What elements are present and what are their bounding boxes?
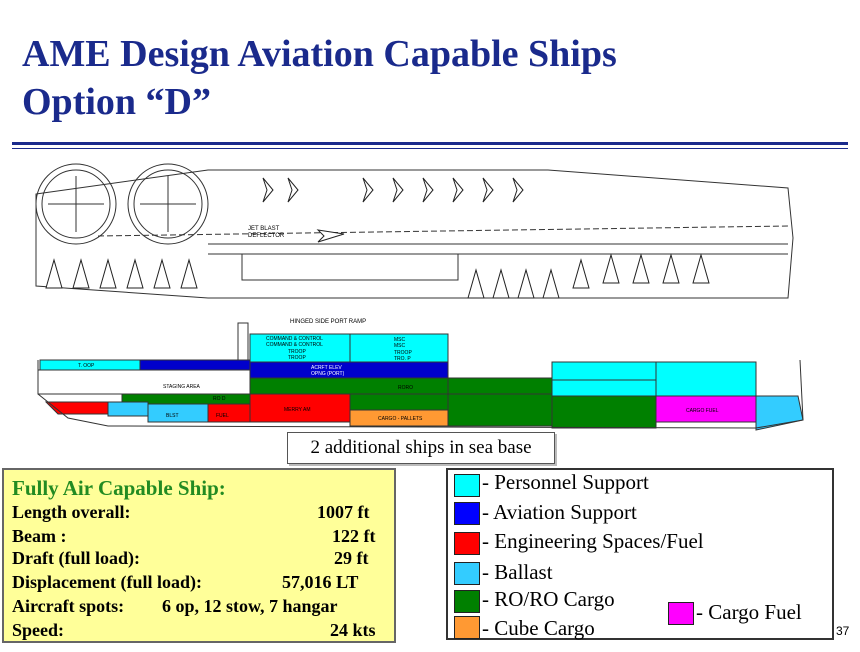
legend-swatch-cube (454, 616, 480, 639)
legend-label-roro: - RO/RO Cargo (482, 587, 615, 611)
spec-key: Aircraft spots: (12, 596, 125, 616)
spec-value: 1007 ft (317, 502, 370, 522)
spec-row-speed: Speed: 24 kts (12, 620, 384, 642)
spec-title: Fully Air Capable Ship: (12, 476, 226, 500)
label-troop-3: TROOP (394, 350, 412, 356)
ramp-label: HINGED SIDE PORT RAMP (290, 319, 366, 325)
label-cargo-fuel: CARGO FUEL (686, 408, 719, 414)
spec-key: Speed: (12, 620, 65, 640)
legend-label-ballast: - Ballast (482, 560, 553, 584)
profile-labels: COMMAND & CONTROL COMMAND & CONTROL TROO… (78, 336, 719, 422)
label-msc-1: MSC (394, 337, 406, 343)
spec-box: Fully Air Capable Ship: Length overall: … (2, 468, 396, 643)
spec-row-beam: Beam : 122 ft (12, 526, 384, 548)
label-cmd-2: COMMAND & CONTROL (266, 342, 323, 348)
jet-blast-label: JET BLAST (248, 226, 280, 232)
spec-row-aircraft: Aircraft spots: 6 op, 12 stow, 7 hangar (12, 596, 384, 618)
label-fuel: FUEL (216, 413, 229, 419)
legend-swatch-ballast (454, 562, 480, 585)
ship-drawing: JET BLAST DEFLECTOR HINGED SIDE PORT RAM… (35, 163, 804, 431)
legend-label-aviation: - Aviation Support (482, 500, 637, 524)
label-acft-2: OPNG (PORT) (311, 371, 345, 377)
legend-swatch-aviation (454, 502, 480, 525)
spec-key: Beam : (12, 526, 67, 546)
label-roro: RORO (398, 385, 413, 391)
title-rule (12, 142, 848, 145)
spec-key: Displacement (full load): (12, 572, 202, 592)
label-staging: STAGING AREA (163, 384, 201, 390)
legend-label-cargo-fuel: - Cargo Fuel (696, 600, 802, 624)
label-troop-2: TROOP (288, 355, 306, 361)
label-cmd-1: COMMAND & CONTROL (266, 336, 323, 342)
label-merry: MERRY AM (284, 407, 311, 413)
legend-swatch-cargo-fuel (668, 602, 694, 625)
spec-row-draft: Draft (full load): 29 ft (12, 548, 384, 570)
page-number: 37 (836, 624, 850, 638)
jet-blast-deflector-label: DEFLECTOR (248, 233, 285, 239)
legend-label-cube: - Cube Cargo (482, 616, 595, 640)
label-acft: ACRFT ELEV (311, 365, 342, 371)
color-legend: - Personnel Support - Aviation Support -… (446, 468, 834, 640)
spec-value: 29 ft (334, 548, 369, 568)
title-line-1: AME Design Aviation Capable Ships (22, 33, 617, 75)
flight-deck-plan (35, 169, 794, 299)
title-line-2: Option “D” (22, 81, 211, 123)
spec-key: Length overall: (12, 502, 131, 522)
legend-swatch-roro (454, 590, 480, 613)
spec-value: 24 kts (330, 620, 376, 640)
legend-swatch-personnel (454, 474, 480, 497)
page-title: AME Design Aviation Capable Ships Option… (22, 30, 617, 126)
label-cargo-pallets: CARGO - PALLETS (378, 416, 423, 422)
label-t-oop: T. OOP (78, 363, 95, 369)
label-troop-1: TROOP (288, 349, 306, 355)
spec-row-displacement: Displacement (full load): 57,016 LT (12, 572, 384, 594)
spec-value: 6 op, 12 stow, 7 hangar (162, 596, 338, 616)
label-msc-2: MSC (394, 343, 406, 349)
ship-profile (37, 322, 804, 431)
spec-row-length: Length overall: 1007 ft (12, 502, 384, 524)
label-blst: BLST (166, 413, 179, 419)
spec-key: Draft (full load): (12, 548, 140, 568)
spec-value: 57,016 LT (282, 572, 359, 592)
spec-value: 122 ft (332, 526, 376, 546)
title-rule-thin (12, 148, 848, 149)
parked-aircraft (45, 177, 710, 299)
helo-spot-1 (35, 163, 117, 245)
legend-swatch-engineering (454, 532, 480, 555)
legend-label-engineering: - Engineering Spaces/Fuel (482, 529, 704, 553)
callout-additional-ships: 2 additional ships in sea base (287, 432, 555, 464)
legend-label-personnel: - Personnel Support (482, 470, 649, 494)
label-trp: TRO. P (394, 356, 411, 362)
helo-spot-2 (127, 163, 209, 245)
label-ro-d: RO D (213, 396, 226, 402)
